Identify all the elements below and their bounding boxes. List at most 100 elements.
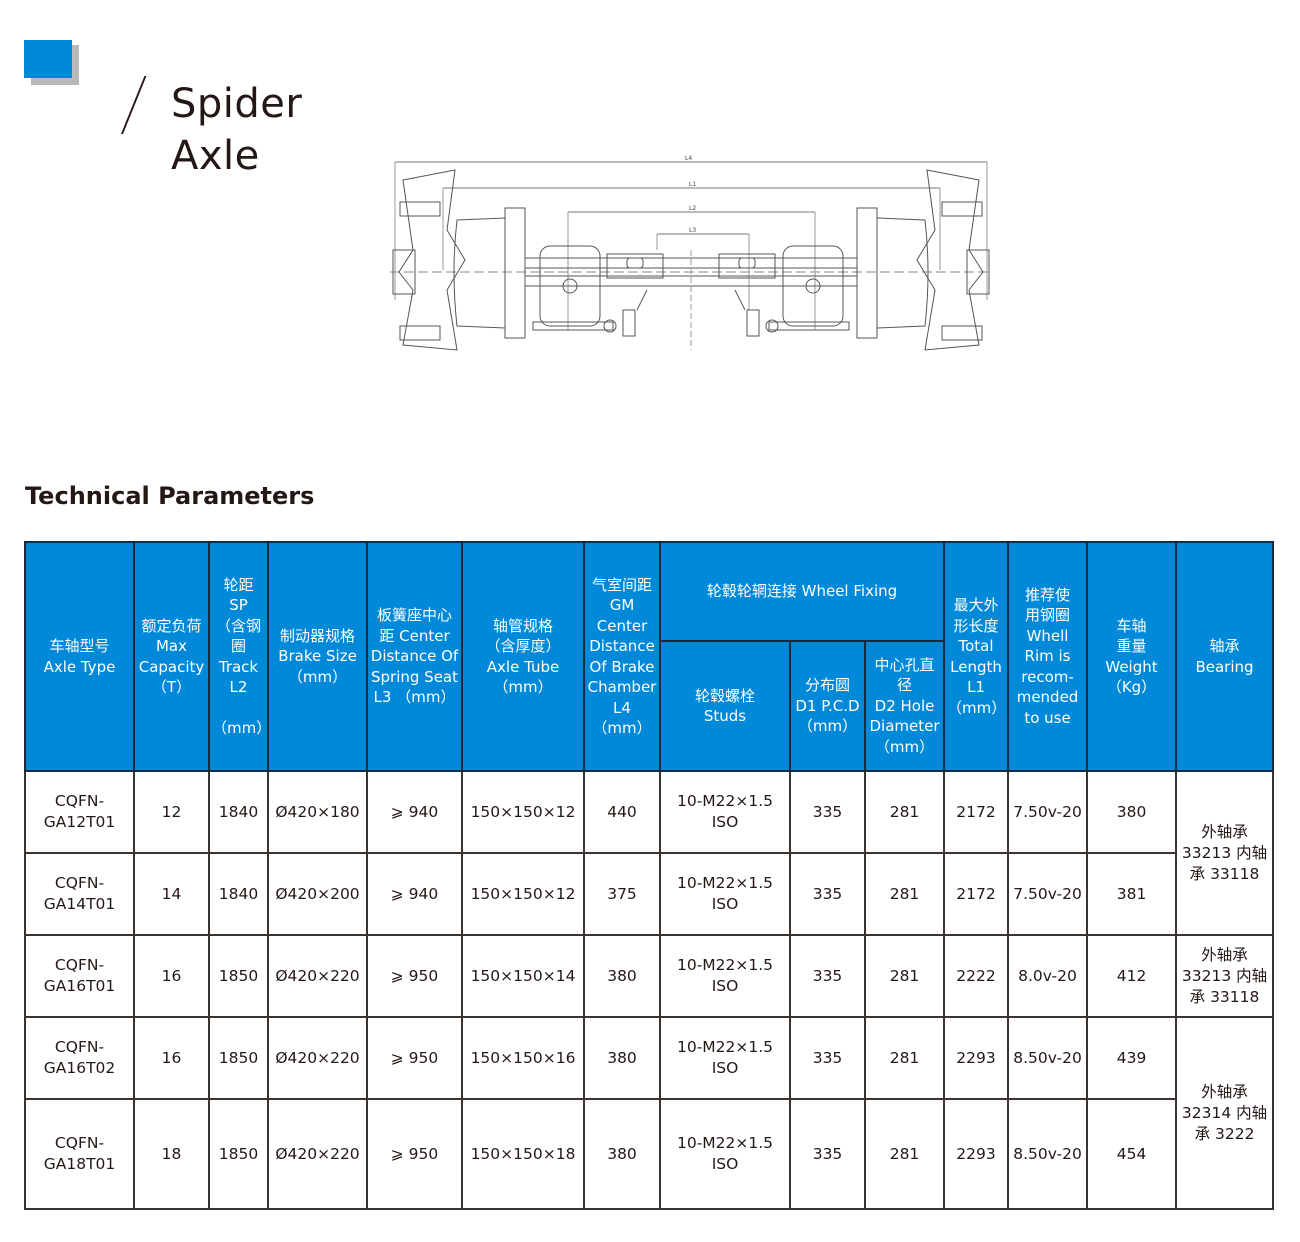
cell-brake-size: Ø420×180: [267, 770, 368, 854]
cell-brake-chamber: 375: [583, 852, 661, 936]
cell-max-capacity: 16: [133, 934, 210, 1018]
cell-hole-diameter: 281: [863, 934, 946, 1018]
cell-pcd: 335: [789, 1016, 866, 1100]
cell-bearing: 外轴承 33213 内轴 承 33118: [1175, 770, 1275, 936]
cell-spring-seat: ⩾ 940: [366, 852, 463, 936]
cell-studs: 10-M22×1.5 ISO: [659, 1016, 791, 1100]
cell-pcd: 335: [789, 1098, 866, 1210]
cell-pcd: 335: [789, 852, 866, 936]
cell-studs: 10-M22×1.5 ISO: [659, 1098, 791, 1210]
cell-track: 1850: [208, 1098, 269, 1210]
cell-bearing: 外轴承 33213 内轴 承 33118: [1175, 934, 1275, 1018]
cell-total-length: 2222: [943, 934, 1010, 1018]
cell-wheel-rim: 7.50v-20: [1007, 852, 1089, 936]
col-header-max-capacity: 额定负荷 Max Capacity （T）: [133, 541, 210, 772]
dimension-label-l3: L3: [689, 227, 696, 234]
cell-wheel-rim: 8.50v-20: [1007, 1016, 1089, 1100]
col-header-hole-diameter: 中心孔直 径 D2 Hole Diameter （mm）: [863, 640, 946, 772]
table-row: CQFN- GA12T01 12 1840 Ø420×180 ⩾ 940 150…: [24, 770, 1275, 936]
col-header-brake-size: 制动器规格 Brake Size （mm）: [267, 541, 368, 772]
col-header-weight: 车轴 重量 Weight （Kg）: [1086, 541, 1178, 772]
cell-hole-diameter: 281: [863, 1016, 946, 1100]
cell-hole-diameter: 281: [863, 770, 946, 854]
cell-studs: 10-M22×1.5 ISO: [659, 934, 791, 1018]
cell-max-capacity: 16: [133, 1016, 210, 1100]
cell-studs: 10-M22×1.5 ISO: [659, 852, 791, 936]
cell-axle-tube: 150×150×18: [461, 1098, 585, 1210]
cell-brake-size: Ø420×220: [267, 1098, 368, 1210]
col-header-axle-type: 车轴型号 Axle Type: [24, 541, 135, 772]
col-header-pcd: 分布圆 D1 P.C.D （mm）: [789, 640, 866, 772]
cell-max-capacity: 12: [133, 770, 210, 854]
cell-brake-chamber: 380: [583, 1016, 661, 1100]
cell-total-length: 2293: [943, 1016, 1010, 1100]
cell-studs: 10-M22×1.5 ISO: [659, 770, 791, 854]
cell-total-length: 2293: [943, 1098, 1010, 1210]
cell-axle-type: CQFN- GA16T01: [24, 934, 135, 1018]
cell-spring-seat: ⩾ 950: [366, 934, 463, 1018]
cell-brake-size: Ø420×200: [267, 852, 368, 936]
technical-parameters-table: 车轴型号 Axle Type 额定负荷 Max Capacity （T） 轮距 …: [24, 541, 1275, 1210]
cell-brake-chamber: 380: [583, 934, 661, 1018]
cell-axle-tube: 150×150×12: [461, 770, 585, 854]
cell-bearing: 外轴承 32314 内轴 承 3222: [1175, 1016, 1275, 1210]
cell-track: 1850: [208, 934, 269, 1018]
table-row: CQFN- GA16T02 16 1850 Ø420×220 ⩾ 950 150…: [24, 1016, 1275, 1210]
cell-brake-size: Ø420×220: [267, 934, 368, 1018]
dimension-label-l1: L1: [689, 181, 696, 188]
cell-hole-diameter: 281: [863, 1098, 946, 1210]
cell-max-capacity: 14: [133, 852, 210, 936]
title-slash-divider: [121, 76, 147, 134]
cell-brake-chamber: 440: [583, 770, 661, 854]
cell-wheel-rim: 8.0v-20: [1007, 934, 1089, 1018]
cell-track: 1840: [208, 852, 269, 936]
cell-weight: 381: [1086, 852, 1178, 936]
cell-axle-tube: 150×150×16: [461, 1016, 585, 1100]
cell-axle-tube: 150×150×12: [461, 852, 585, 936]
cell-wheel-rim: 7.50v-20: [1007, 770, 1089, 854]
page-title: Spider Axle: [171, 81, 303, 179]
col-header-track: 轮距 SP （含钢 圈 Track L2 （mm）: [208, 541, 269, 772]
cell-axle-type: CQFN- GA16T02: [24, 1016, 135, 1100]
title-square-icon: [24, 40, 72, 78]
table-row: CQFN- GA16T01 16 1850 Ø420×220 ⩾ 950 150…: [24, 934, 1275, 1018]
cell-total-length: 2172: [943, 770, 1010, 854]
cell-pcd: 335: [789, 934, 866, 1018]
cell-hole-diameter: 281: [863, 852, 946, 936]
cell-weight: 412: [1086, 934, 1178, 1018]
cell-axle-type: CQFN- GA12T01: [24, 770, 135, 854]
col-header-studs: 轮毂螺栓 Studs: [659, 640, 791, 772]
cell-brake-chamber: 380: [583, 1098, 661, 1210]
table-header-row: 车轴型号 Axle Type 额定负荷 Max Capacity （T） 轮距 …: [24, 541, 1275, 772]
dimension-label-l2: L2: [689, 205, 696, 212]
cell-spring-seat: ⩾ 950: [366, 1016, 463, 1100]
col-header-brake-chamber: 气室间距 GM Center Distance Of Brake Chamber…: [583, 541, 661, 772]
table-row: CQFN- GA14T01 14 1840 Ø420×200 ⩾ 940 150…: [24, 852, 1273, 936]
cell-track: 1840: [208, 770, 269, 854]
cell-weight: 454: [1086, 1098, 1178, 1210]
cell-spring-seat: ⩾ 940: [366, 770, 463, 854]
col-header-wheel-rim: 推荐使 用钢圈 Whell Rim is recom- mended to us…: [1007, 541, 1089, 772]
cell-max-capacity: 18: [133, 1098, 210, 1210]
col-header-axle-tube: 轴管规格 （含厚度） Axle Tube （mm）: [461, 541, 585, 772]
cell-wheel-rim: 8.50v-20: [1007, 1098, 1089, 1210]
cell-spring-seat: ⩾ 950: [366, 1098, 463, 1210]
col-header-bearing: 轴承 Bearing: [1175, 541, 1275, 772]
table-subheader-row: 轮毂螺栓 Studs 分布圆 D1 P.C.D （mm） 中心孔直 径 D2 H…: [25, 640, 1273, 772]
cell-total-length: 2172: [943, 852, 1010, 936]
cell-axle-tube: 150×150×14: [461, 934, 585, 1018]
col-header-spring-seat: 板簧座中心 距 Center Distance Of Spring Seat L…: [366, 541, 463, 772]
table-row: CQFN- GA18T01 18 1850 Ø420×220 ⩾ 950 150…: [24, 1098, 1273, 1210]
axle-diagram: L4 L1 L2 L3: [390, 155, 992, 351]
cell-pcd: 335: [789, 770, 866, 854]
cell-axle-type: CQFN- GA14T01: [24, 852, 135, 936]
section-title: Technical Parameters: [25, 482, 315, 510]
cell-brake-size: Ø420×220: [267, 1016, 368, 1100]
cell-weight: 380: [1086, 770, 1178, 854]
cell-weight: 439: [1086, 1016, 1178, 1100]
col-header-wheel-fixing: 轮毂轮辋连接 Wheel Fixing: [658, 541, 946, 642]
col-header-total-length: 最大外 形长度 Total Length L1 （mm）: [943, 541, 1010, 772]
cell-track: 1850: [208, 1016, 269, 1100]
cell-axle-type: CQFN- GA18T01: [24, 1098, 135, 1210]
dimension-label-l4: L4: [685, 155, 692, 162]
